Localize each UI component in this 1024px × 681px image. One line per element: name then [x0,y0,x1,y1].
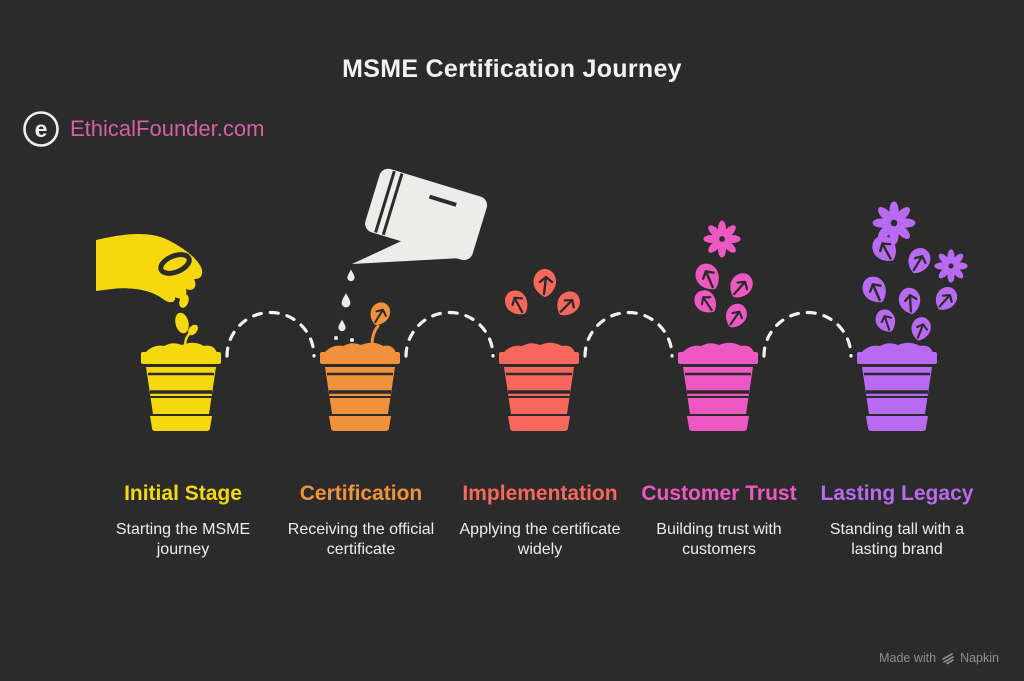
arc-stage1-stage2 [225,310,316,358]
stage-column-implementation: Implementation Applying the certificate … [445,482,635,559]
stage-description: Standing tall with a lasting brand [829,521,965,558]
leaf [688,284,723,320]
stage-title: Implementation [462,482,618,505]
flowering-plant-icon [676,220,760,433]
stage-title: Lasting Legacy [820,482,974,505]
pour-spout [352,238,462,264]
leaf [907,313,935,344]
stage-description: Starting the MSME journey [115,521,251,558]
falling-seed [179,294,189,308]
hand-sowing-seeds-icon [96,233,223,433]
leaf [856,271,893,310]
full-bloom-plant-icon [855,201,968,433]
flower [934,249,968,283]
sprout-leaf [365,298,395,330]
stage-column-lasting-legacy: Lasting Legacy Standing tall with a last… [802,482,992,559]
arc-stage3-stage4 [583,310,674,358]
ethical-founder-logo-icon: e [23,111,59,147]
journey-arcs [225,310,853,358]
leaf [499,284,535,322]
leaf [689,258,726,297]
sprouting-leaves-icon [497,267,586,433]
stage-title: Initial Stage [124,482,242,505]
falling-seed [175,312,189,334]
page-title: MSME Certification Journey [342,55,682,83]
leaf [723,267,759,305]
watermark-brand: Napkin [960,651,999,665]
stage-description: Applying the certificate widely [459,521,621,558]
leaf [929,281,963,317]
brand-name: EthicalFounder.com [70,116,265,141]
water-drop [347,269,355,282]
stage-column-customer-trust: Customer Trust Building trust with custo… [624,482,814,559]
stage-title: Customer Trust [641,482,797,505]
stage-column-certification: Certification Receiving the official cer… [266,482,456,559]
brand-logo: e EthicalFounder.com [22,110,264,148]
stage-description: Receiving the official certificate [287,521,435,558]
water-drop [341,293,351,308]
watering-can-icon [334,168,488,342]
certification-pot [318,298,402,433]
svg-text:e: e [35,116,48,142]
stage-column-initial-stage: Initial Stage Starting the MSME journey [88,482,278,559]
leaf [895,284,924,318]
stage-title: Certification [299,482,423,505]
hand-silhouette [96,233,203,303]
watermark: Made with Napkin [879,651,999,665]
watermark-prefix: Made with [879,651,937,665]
stage-description: Building trust with customers [656,521,782,558]
flower [703,220,741,258]
arc-stage4-stage5 [762,310,853,358]
leaf [719,298,752,333]
leaf [532,267,558,299]
leaf [902,243,936,279]
napkin-icon [942,653,954,665]
arc-stage2-stage3 [404,310,495,358]
leaf [871,305,901,337]
water-drop [338,319,346,332]
leaf [550,285,586,323]
